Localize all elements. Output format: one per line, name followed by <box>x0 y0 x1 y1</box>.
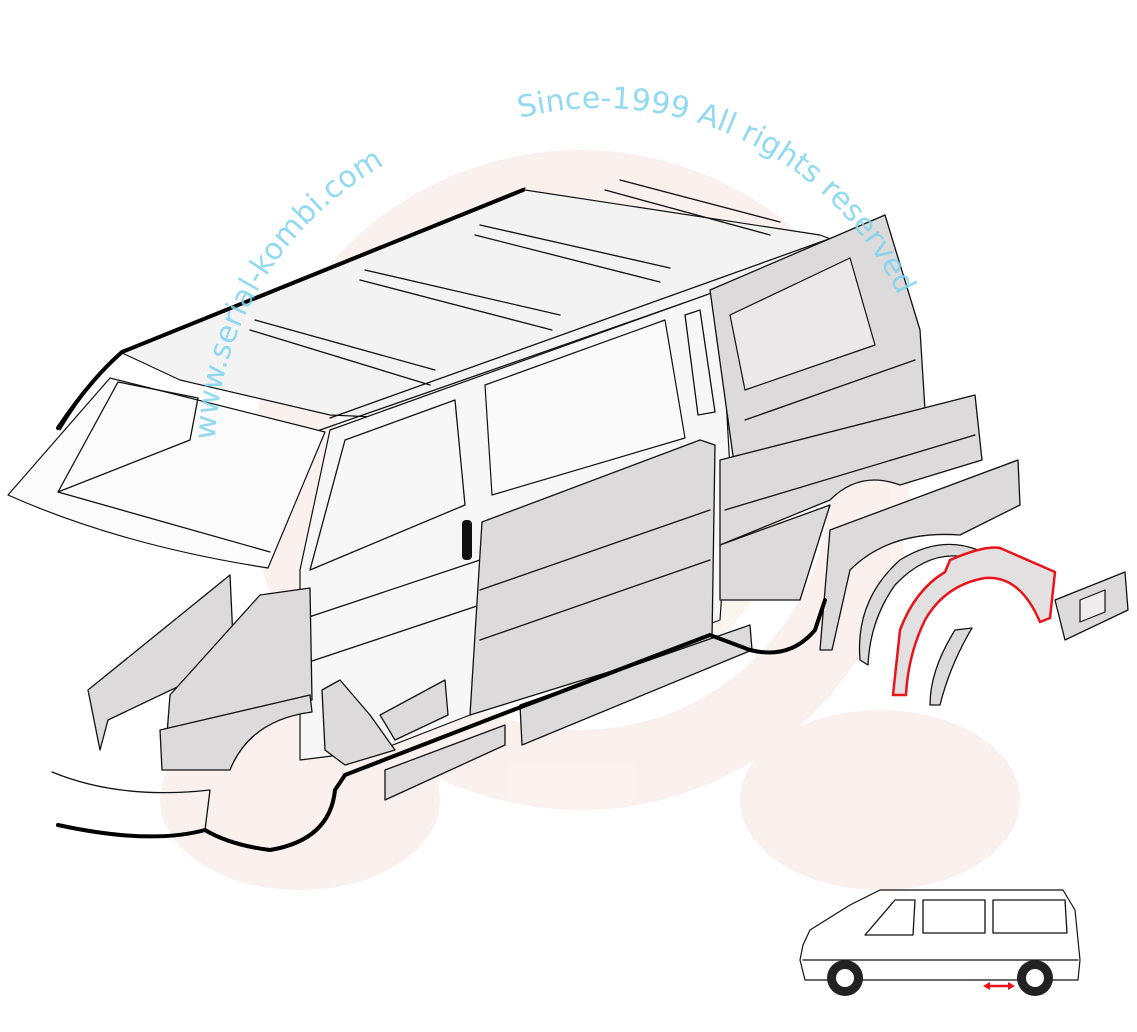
location-thumbnail <box>799 889 1081 996</box>
front-fender-panels <box>87 574 449 771</box>
body-bottom-edge <box>56 598 827 853</box>
rear-door-panel <box>709 214 926 471</box>
door-handle <box>462 520 472 560</box>
lower-rear-side-panel <box>819 459 1021 651</box>
windshield <box>7 377 326 569</box>
sill-panel-front <box>384 724 506 801</box>
wheel-arch-strip <box>929 627 973 706</box>
rear-corner-panel <box>1054 571 1129 641</box>
highlighted-rear-wheel-arch-panel <box>891 546 1057 697</box>
roof-seal-strip <box>56 188 525 430</box>
sliding-door-panel <box>469 439 716 716</box>
location-arrow-icon <box>983 982 1015 990</box>
rear-quarter-panel <box>719 394 983 601</box>
front-bumper <box>51 771 211 831</box>
